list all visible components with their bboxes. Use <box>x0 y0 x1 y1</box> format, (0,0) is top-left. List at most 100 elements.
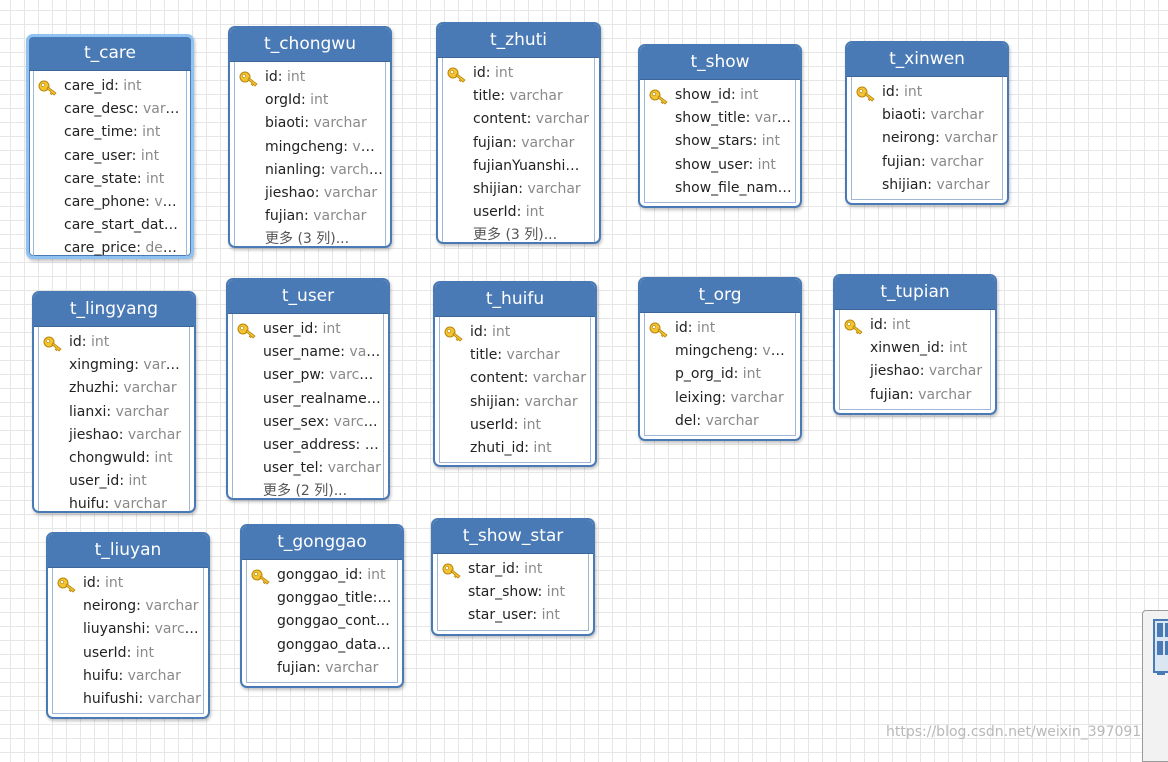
table-t-liuyan[interactable]: t_liuyan id: int neirong: varchar liuyanshi… <box>46 532 210 719</box>
table-field[interactable]: care_user: int <box>64 147 160 164</box>
table-field[interactable]: show_file_name: ... <box>675 179 795 196</box>
table-field[interactable]: user_pw: varchar <box>263 367 383 384</box>
table-field[interactable]: nianling: varchar <box>265 161 384 178</box>
table-field[interactable]: content: varchar <box>470 370 586 387</box>
more-columns-link[interactable]: 更多 (3 列)... <box>473 227 558 244</box>
table-field[interactable]: biaoti: varchar <box>882 107 984 124</box>
table-field[interactable]: jieshao: varchar <box>265 184 378 201</box>
table-field[interactable]: del: varchar <box>675 412 759 429</box>
table-field[interactable]: star_id: int <box>438 558 588 581</box>
table-field[interactable]: xingming: varchar <box>39 354 189 377</box>
table-t-show-star[interactable]: t_show_star star_id: int star_show: int sta… <box>431 518 595 636</box>
table-field[interactable]: p_org_id: int <box>675 366 762 383</box>
table-field[interactable]: user_id: int <box>69 473 147 490</box>
table-field[interactable]: id: int <box>840 314 990 337</box>
table-field[interactable]: leixing: varchar <box>675 389 784 406</box>
table-field[interactable]: jieshao: varchar <box>870 363 983 380</box>
table-field[interactable]: care_state: int <box>64 170 165 187</box>
table-field[interactable]: id: int <box>39 331 189 354</box>
table-field[interactable]: show_stars: int <box>675 133 781 150</box>
table-field[interactable]: zhuzhi: varchar <box>69 380 177 397</box>
table-field[interactable]: id: int <box>53 572 203 595</box>
table-field[interactable]: user_id: int <box>233 318 383 341</box>
table-title[interactable]: t_gonggao <box>242 526 402 560</box>
table-field[interactable]: gonggao_data: v... <box>247 634 397 657</box>
table-field[interactable]: shijian: varchar <box>470 393 578 410</box>
table-field[interactable]: fujian: varchar <box>473 134 575 151</box>
table-field[interactable]: show_title: varchar <box>645 107 795 130</box>
table-title[interactable]: t_huifu <box>435 283 595 317</box>
table-field[interactable]: userId: int <box>83 644 154 661</box>
table-field[interactable]: fujian: varchar <box>870 386 972 403</box>
table-title[interactable]: t_show <box>640 46 800 80</box>
table-field[interactable]: mingcheng: varc... <box>235 136 385 159</box>
table-title[interactable]: t_xinwen <box>847 43 1007 77</box>
table-field[interactable]: gonggao_title: v... <box>247 587 397 610</box>
table-field[interactable]: show_id: int <box>645 84 795 107</box>
table-field[interactable]: xinwen_id: int <box>870 340 968 357</box>
table-field[interactable]: jieshao: varchar <box>69 426 182 443</box>
more-columns-link[interactable]: 更多 (2 列)... <box>263 483 348 500</box>
table-field[interactable]: gonggao_id: int <box>247 564 397 587</box>
table-field[interactable]: shijian: varchar <box>882 176 990 193</box>
table-field[interactable]: mingcheng: varc... <box>645 340 795 363</box>
table-field[interactable]: neirong: varchar <box>83 598 199 615</box>
table-field[interactable]: id: int <box>235 66 385 89</box>
table-field[interactable]: fujian: varchar <box>265 208 367 225</box>
table-field[interactable]: content: varchar <box>473 111 589 128</box>
table-field[interactable]: title: varchar <box>473 88 563 105</box>
table-field[interactable]: fujian: varchar <box>882 153 984 170</box>
table-field[interactable]: huifu: varchar <box>69 496 167 513</box>
table-field[interactable]: gonggao_content... <box>247 610 397 633</box>
table-field[interactable]: care_start_date: ... <box>34 214 186 237</box>
table-field[interactable]: id: int <box>852 81 1002 104</box>
table-t-tupian[interactable]: t_tupian id: int xinwen_id: int jieshao: va… <box>833 274 997 415</box>
table-field[interactable]: huifushi: varchar <box>83 690 201 707</box>
table-title[interactable]: t_care <box>29 37 191 71</box>
table-field[interactable]: liuyanshi: varchar <box>53 618 203 641</box>
table-field[interactable]: care_time: int <box>64 124 161 141</box>
table-title[interactable]: t_user <box>228 280 388 314</box>
table-title[interactable]: t_show_star <box>433 520 593 554</box>
table-field[interactable]: shijian: varchar <box>473 180 581 197</box>
table-field[interactable]: star_show: int <box>468 584 565 601</box>
table-field[interactable]: huifu: varchar <box>83 667 181 684</box>
table-title[interactable]: t_liuyan <box>48 534 208 568</box>
table-field[interactable]: zhuti_id: int <box>470 439 552 456</box>
table-title[interactable]: t_org <box>640 279 800 313</box>
table-field[interactable]: user_address: var... <box>233 434 383 457</box>
table-field[interactable]: userId: int <box>473 204 544 221</box>
table-title[interactable]: t_tupian <box>835 276 995 310</box>
table-field[interactable]: userId: int <box>470 416 541 433</box>
table-field[interactable]: user_name: varch... <box>233 341 383 364</box>
table-field[interactable]: care_price: deci... <box>64 240 186 257</box>
table-field[interactable]: care_id: int <box>34 75 186 98</box>
table-field[interactable]: id: int <box>645 317 795 340</box>
table-field[interactable]: care_phone: varc... <box>34 191 186 214</box>
table-field[interactable]: orgId: int <box>265 92 329 109</box>
table-field[interactable]: neirong: varchar <box>882 130 998 147</box>
table-field[interactable]: lianxi: varchar <box>69 403 169 420</box>
table-title[interactable]: t_lingyang <box>34 293 194 327</box>
table-field[interactable]: user_tel: varchar <box>263 460 381 477</box>
table-field[interactable]: show_user: int <box>675 156 776 173</box>
table-field[interactable]: biaoti: varchar <box>265 115 367 132</box>
table-field[interactable]: star_user: int <box>468 607 560 624</box>
table-field[interactable]: user_sex: varchar <box>233 411 383 434</box>
table-field[interactable]: fujian: varchar <box>277 659 379 676</box>
more-columns-link[interactable]: 更多 (3 列)... <box>265 231 350 248</box>
minimap-panel[interactable] <box>1142 610 1168 762</box>
table-field[interactable]: chongwuId: int <box>69 449 173 466</box>
table-field[interactable]: title: varchar <box>470 347 560 364</box>
table-field[interactable]: user_realname: v... <box>233 388 383 411</box>
